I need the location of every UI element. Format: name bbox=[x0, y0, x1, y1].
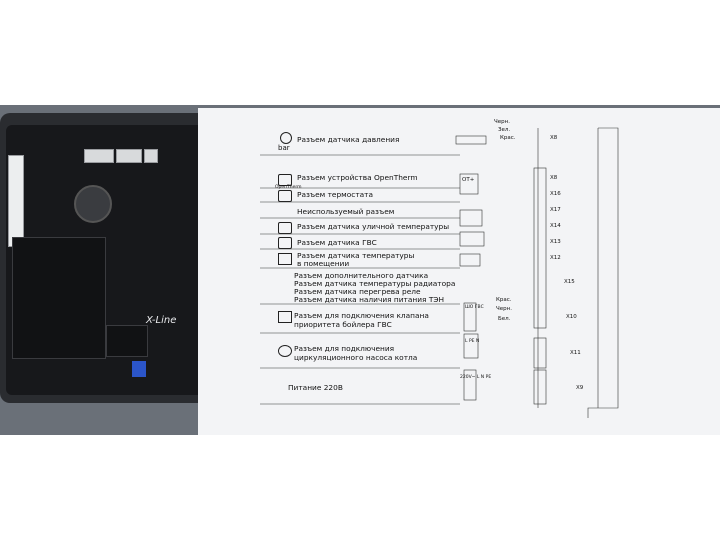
conn-x16: X16 bbox=[550, 191, 561, 197]
label-pressure: Разъем датчика давления bbox=[297, 135, 400, 144]
label-outdoor: Разъем датчика уличной температуры bbox=[297, 222, 450, 231]
label-room-1: Разъем датчика температуры bbox=[297, 251, 415, 260]
board-logo: X-Line bbox=[146, 315, 177, 326]
conn-x9: X9 bbox=[576, 385, 584, 391]
label-extra-4: Разъем датчика наличия питания ТЭН bbox=[294, 295, 445, 304]
top-header-2 bbox=[116, 149, 142, 163]
terminal-mark-valve: ШО ГВС bbox=[465, 305, 484, 310]
top-header-3 bbox=[144, 149, 158, 163]
label-extra-2: Разъем датчика температуры радиатора bbox=[294, 279, 456, 288]
diagram-lines bbox=[260, 127, 619, 418]
label-thermostat: Разъем термостата bbox=[297, 190, 373, 199]
outdoor-sensor-icon bbox=[278, 222, 292, 234]
relay bbox=[106, 325, 148, 357]
conn-x11: X11 bbox=[570, 350, 581, 356]
conn-x8b: X8 bbox=[550, 175, 558, 181]
thermostat-icon bbox=[278, 190, 292, 202]
conn-x17: X17 bbox=[550, 207, 561, 213]
label-extra-1: Разъем дополнительного датчика bbox=[294, 271, 429, 280]
jumper bbox=[132, 361, 146, 377]
tap-icon bbox=[278, 237, 292, 249]
gauge-icon bbox=[280, 132, 292, 144]
terminal-mark-thermo: OT+ bbox=[462, 177, 475, 183]
conn-x15: X15 bbox=[564, 279, 575, 285]
conn-x10: X10 bbox=[566, 314, 577, 320]
label-power: Питание 220В bbox=[288, 383, 343, 392]
label-unused: Неиспользуемый разъем bbox=[297, 207, 395, 216]
label-room-2: в помещении bbox=[297, 259, 350, 268]
label-pump-2: циркуляционного насоса котла bbox=[294, 353, 418, 362]
wire-red-2: Крас. bbox=[496, 297, 512, 303]
pump-icon bbox=[278, 345, 292, 357]
label-extra-3: Разъем датчика перегрева реле bbox=[294, 287, 421, 296]
bar-caption: bar bbox=[278, 144, 290, 152]
opentherm-icon bbox=[278, 174, 292, 186]
conn-x12: X12 bbox=[550, 255, 561, 261]
house-icon bbox=[278, 253, 292, 265]
transformer bbox=[12, 237, 106, 359]
label-opentherm: Разъем устройства OpenTherm bbox=[297, 173, 418, 182]
wire-green: Зел. bbox=[498, 127, 511, 133]
wire-black-2: Черн. bbox=[496, 306, 512, 312]
opentherm-caption: OpenTherm bbox=[275, 185, 302, 190]
label-pump-1: Разъем для подключения bbox=[294, 344, 395, 353]
photo: X-Line bar OpenTherm Разъем датчика давл… bbox=[0, 105, 720, 435]
label-valve-1: Разъем для подключения клапана bbox=[294, 311, 429, 320]
valve-icon bbox=[278, 311, 292, 323]
wire-red: Крас. bbox=[500, 135, 516, 141]
top-header-1 bbox=[84, 149, 114, 163]
wiring-diagram-sheet: bar OpenTherm Разъем датчика давления Ра… bbox=[198, 108, 720, 435]
label-valve-2: приоритета бойлера ГВС bbox=[294, 320, 392, 329]
wire-black: Черн. bbox=[494, 119, 510, 125]
ribbon-connector bbox=[8, 155, 24, 247]
conn-x13: X13 bbox=[550, 239, 561, 245]
terminal-mark-pump: L PE N bbox=[465, 339, 480, 344]
coin-battery bbox=[74, 185, 112, 223]
conn-x14: X14 bbox=[550, 223, 561, 229]
conn-x8: X8 bbox=[550, 135, 558, 141]
terminal-mark-power: 220V~ L N PE bbox=[460, 375, 492, 380]
wire-white: Бел. bbox=[498, 316, 511, 322]
label-dhw: Разъем датчика ГВС bbox=[297, 238, 377, 247]
